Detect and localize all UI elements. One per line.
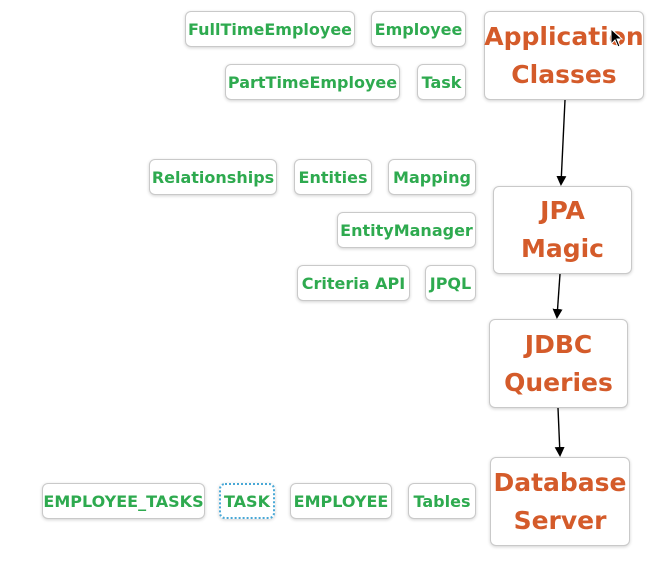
tag-relationships[interactable]: Relationships: [149, 159, 277, 195]
node-application-line-2: Classes: [511, 59, 617, 89]
tag-part-time-employee[interactable]: PartTimeEmployee: [225, 64, 400, 100]
tag-entity-manager[interactable]: EntityManager: [337, 212, 476, 248]
node-jdbc-queries[interactable]: JDBC Queries: [489, 319, 628, 408]
mouse-pointer-icon: [610, 28, 624, 48]
node-database-line-1: Database: [493, 467, 627, 497]
tag-employee-tasks-table[interactable]: EMPLOYEE_TASKS: [42, 483, 205, 519]
node-jdbc-line-2: Queries: [504, 367, 613, 397]
edge-jdbc-to-database: [554, 407, 565, 457]
node-application-classes[interactable]: Application Classes: [484, 11, 644, 100]
tag-task-table[interactable]: TASK: [219, 483, 275, 519]
node-database-line-2: Server: [513, 505, 607, 535]
node-jpa-line-1: JPA: [540, 196, 585, 225]
tag-criteria-api[interactable]: Criteria API: [297, 265, 410, 301]
edge-application-to-jpa: [556, 99, 567, 186]
tag-jpql[interactable]: JPQL: [425, 265, 476, 301]
tag-task[interactable]: Task: [417, 64, 466, 100]
tag-tables[interactable]: Tables: [408, 483, 476, 519]
tag-employee[interactable]: Employee: [371, 11, 466, 47]
edge-jpa-to-jdbc: [552, 273, 563, 319]
tag-employee-table[interactable]: EMPLOYEE: [290, 483, 392, 519]
tag-mapping[interactable]: Mapping: [388, 159, 476, 195]
node-jpa-magic[interactable]: JPA Magic: [493, 186, 632, 274]
tag-entities[interactable]: Entities: [294, 159, 372, 195]
node-jpa-line-2: Magic: [520, 234, 605, 263]
node-jdbc-line-1: JDBC: [524, 329, 593, 359]
node-database-server[interactable]: Database Server: [490, 457, 630, 546]
tag-full-time-employee[interactable]: FullTimeEmployee: [185, 11, 355, 47]
